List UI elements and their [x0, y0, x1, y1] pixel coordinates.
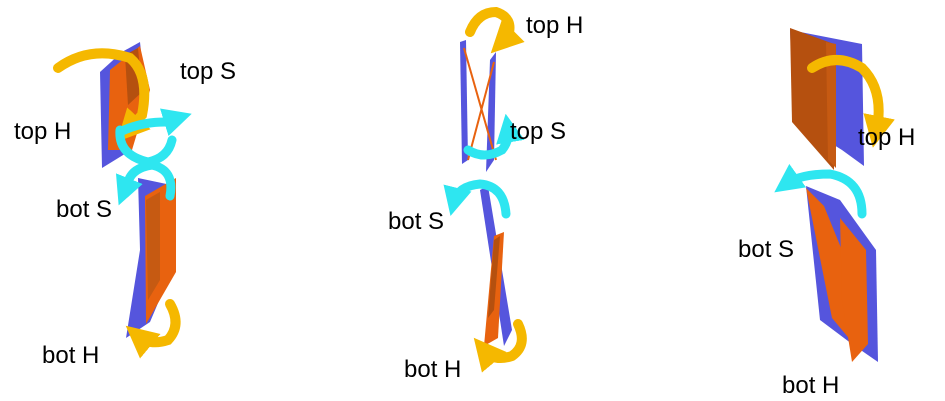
- figure-3-bottom-orange-panel-2: [840, 218, 868, 362]
- figure-3-label-bot-h: bot H: [782, 372, 840, 399]
- figure-2-label-bot-s: bot S: [388, 208, 445, 235]
- figure-3-label-top-h: top H: [858, 124, 916, 151]
- figure-1-top-hinge-arrow: [53, 48, 151, 142]
- figure-2-arrows: [443, 6, 527, 373]
- figure-3-label-bot-s: bot S: [738, 236, 795, 263]
- figure-1-label-bot-s: bot S: [56, 196, 113, 223]
- figure-2-label-bot-h: bot H: [404, 356, 462, 383]
- figure-2-top-orange-edge-1: [463, 47, 497, 161]
- figure-2-label-top-h: top H: [526, 12, 584, 39]
- figure-1: [53, 42, 192, 359]
- figure-1-arrows: [53, 48, 192, 359]
- figure-3-top-dark-panel-edge: [826, 42, 836, 168]
- figure-3-arrows: [774, 55, 895, 219]
- figure-2-top-hinge-arrow: [465, 6, 525, 54]
- figure-2-label-top-s: top S: [510, 118, 567, 145]
- figure-3-bottom-orange-panel-1: [806, 188, 852, 342]
- figure-1-bottom-dark-panel: [146, 192, 160, 300]
- figure-2-bottom-shoulder-arrow: [443, 179, 511, 219]
- figure-1-panels: [100, 42, 176, 338]
- figure-1-bottom-hinge-arrow: [125, 299, 181, 359]
- figure-2-panels: [460, 40, 512, 346]
- figure-2: [443, 6, 527, 373]
- figure-2-bottom-hinge-arrow: [473, 319, 527, 373]
- figure-2-top-orange-edge-2: [467, 61, 495, 161]
- figure-1-bottom-shoulder-arrow: [115, 160, 176, 206]
- figure-2-top-blue-sliver: [460, 40, 468, 164]
- figure-1-label-top-s: top S: [180, 58, 237, 85]
- figure-1-label-bot-h: bot H: [42, 342, 100, 369]
- figure-1-label-top-h: top H: [14, 118, 72, 145]
- figure-2-bottom-dark-panel: [488, 236, 500, 318]
- figure-3-bottom-shoulder-arrow: [774, 163, 867, 219]
- figure-3: [774, 28, 895, 362]
- figure-3-top-hinge-arrow: [807, 55, 895, 148]
- figure-2-top-shoulder-arrow: [463, 113, 525, 160]
- figure-2-top-blue-sliver-right: [486, 52, 496, 172]
